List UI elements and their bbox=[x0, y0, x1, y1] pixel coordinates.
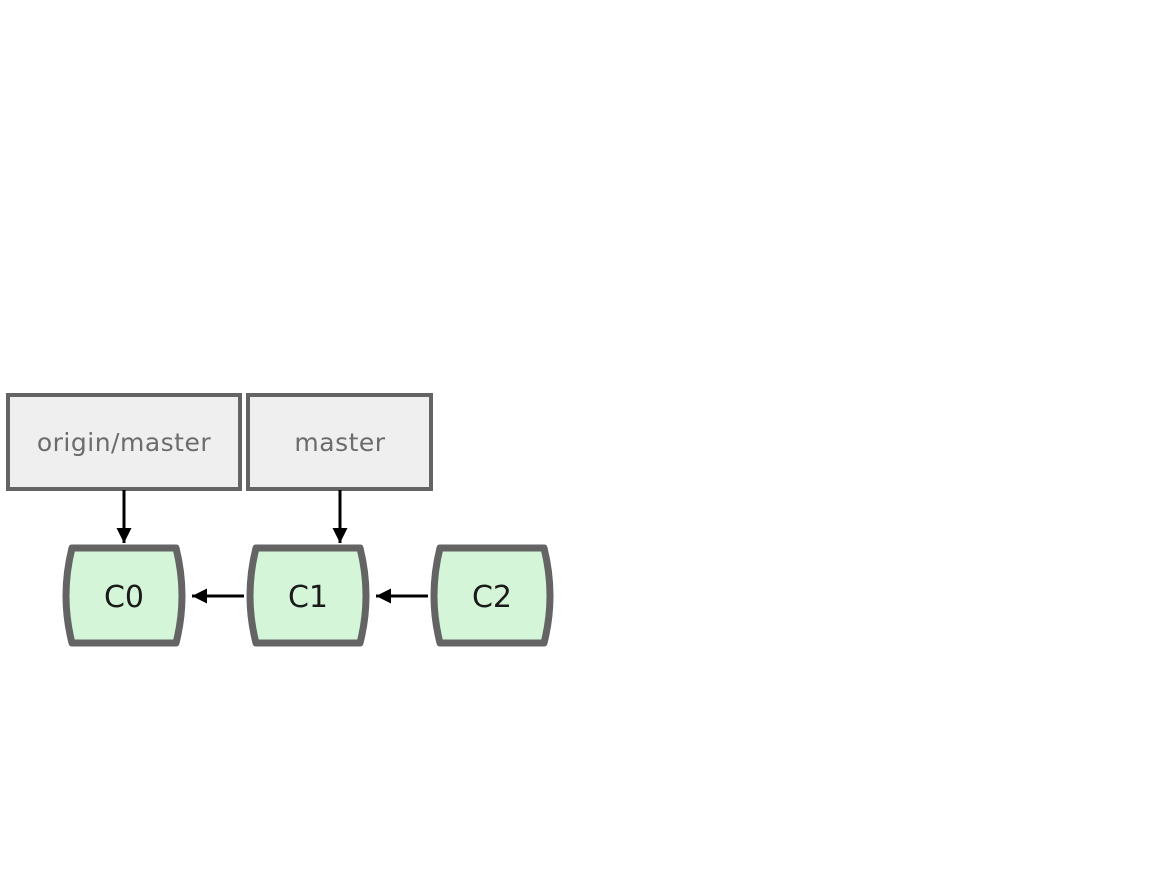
commit-c1[interactable]: C1 bbox=[246, 544, 370, 647]
branch-origin-master-label: origin/master bbox=[37, 428, 211, 457]
commit-c0[interactable]: C0 bbox=[62, 544, 186, 647]
commit-c0-shape[interactable] bbox=[62, 544, 186, 647]
commit-c1-shape[interactable] bbox=[246, 544, 370, 647]
commit-c2[interactable]: C2 bbox=[430, 544, 554, 647]
branch-master-box[interactable] bbox=[246, 393, 433, 491]
commit-c2-shape[interactable] bbox=[430, 544, 554, 647]
commit-c2-label: C2 bbox=[472, 580, 512, 615]
branch-origin-master-box[interactable] bbox=[6, 393, 242, 491]
commit-c1-label: C1 bbox=[288, 580, 328, 615]
branch-master-label: master bbox=[294, 428, 385, 457]
commit-c0-label: C0 bbox=[104, 580, 144, 615]
branch-master[interactable]: master bbox=[246, 393, 433, 491]
branch-origin-master[interactable]: origin/master bbox=[6, 393, 242, 491]
